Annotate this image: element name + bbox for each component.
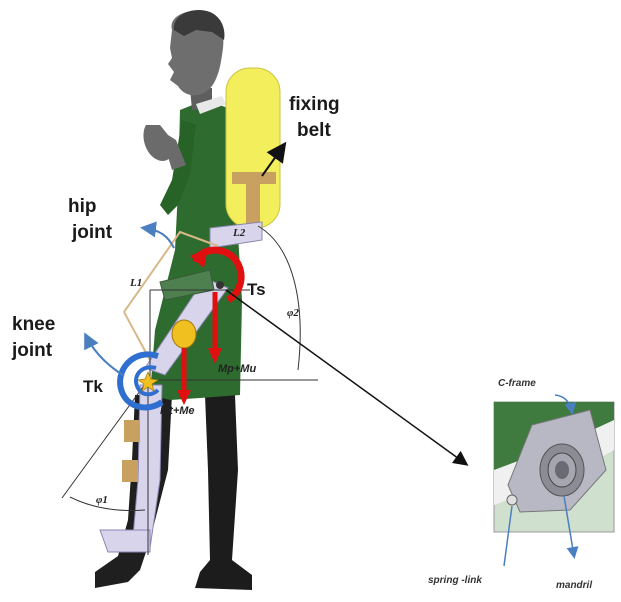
ts-label: Ts [247, 280, 266, 299]
detail-inset [494, 395, 614, 566]
hip-joint-label-2: joint [71, 222, 113, 243]
spring-link-label: spring -link [428, 575, 482, 586]
foot-plate [100, 530, 150, 552]
shank-strap-2 [122, 460, 138, 482]
fixing-belt-label-1: fixing [289, 94, 340, 115]
backpack [226, 68, 280, 228]
knee-joint-label-2: joint [11, 340, 53, 361]
phi1-label: φ1 [96, 494, 108, 506]
knee-actuator [172, 320, 196, 348]
tk-label: Tk [83, 377, 103, 396]
hip-joint-arrow [144, 228, 174, 248]
back-leg [195, 395, 252, 590]
hip-joint-pivot [216, 281, 224, 289]
fixing-belt-label-2: belt [297, 120, 331, 141]
c-frame-label: C-frame [498, 378, 536, 389]
phi2-label: φ2 [287, 307, 299, 319]
l1-label: L1 [129, 277, 142, 289]
mandril-label: mandril [556, 580, 592, 591]
tank-strap-vertical [246, 182, 260, 224]
l2-label: L2 [232, 227, 246, 239]
mt-me-label: Mt+Me [160, 405, 195, 417]
knee-joint-arrow [86, 336, 124, 376]
hip-joint-label-1: hip [68, 196, 97, 217]
detail-callout-arrow [226, 290, 466, 464]
shank-strap-1 [124, 420, 140, 442]
inset-mandril-core [555, 461, 569, 479]
mp-mu-label: Mp+Mu [218, 363, 256, 375]
inset-spring-link-pin [507, 495, 517, 505]
knee-joint-label-1: knee [12, 314, 55, 335]
